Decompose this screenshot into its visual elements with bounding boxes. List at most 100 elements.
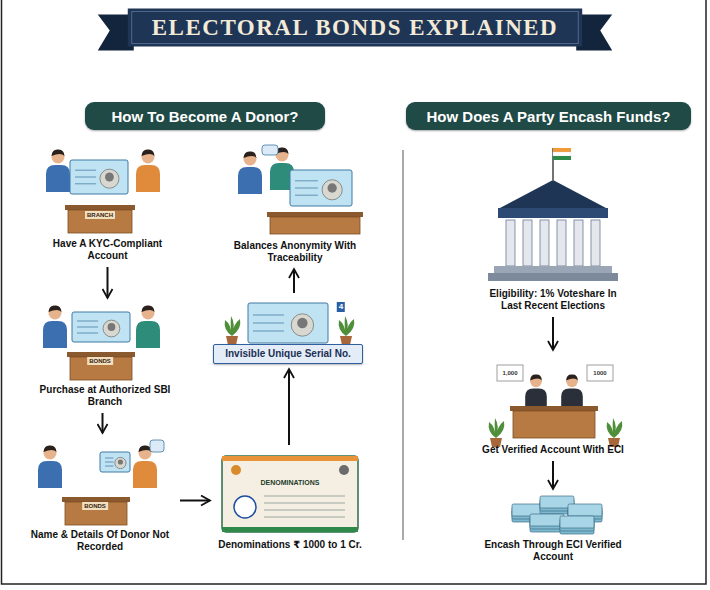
note-stack [530, 514, 564, 526]
entablature [498, 208, 608, 218]
step-box: Purchase at Authorized SBI Branch [30, 303, 180, 408]
card-stripe [222, 456, 358, 461]
question-bubble [150, 440, 164, 452]
bond-portrait [291, 314, 313, 336]
note-figure: 1,000 [500, 369, 519, 377]
money-stacks [512, 496, 602, 534]
person-hair [566, 375, 578, 381]
step [488, 273, 618, 281]
title-banner: ELECTORAL BONDS EXPLAINED [0, 15, 710, 41]
desk-top [267, 212, 363, 217]
desk-sign: BRANCH [85, 211, 115, 219]
bond-line [75, 183, 96, 184]
bond-portrait [103, 320, 120, 337]
purchase-scene [43, 305, 160, 380]
portrait-head [327, 183, 336, 192]
denomination-card [222, 456, 358, 532]
picture-space [35, 145, 180, 235]
flow-arrow [552, 317, 554, 350]
bond-portrait [100, 169, 119, 188]
flag-white [553, 152, 571, 156]
person-hair [139, 445, 152, 452]
column [574, 220, 583, 266]
title-text: ELECTORAL BONDS EXPLAINED [152, 15, 558, 40]
step-caption: Purchase at Authorized SBI Branch [30, 384, 180, 408]
bond-paper [100, 452, 130, 472]
kyc-scene [46, 149, 160, 233]
heading-text: How Does A Party Encash Funds? [427, 108, 671, 125]
column [557, 220, 566, 266]
card-field [264, 517, 345, 518]
person-head [530, 375, 542, 387]
card-emblem [339, 465, 349, 475]
card-stripe [222, 527, 358, 532]
divider-line [403, 150, 404, 540]
plant-leaves [225, 316, 241, 336]
picture-space [215, 450, 365, 536]
plant-leaves [489, 418, 505, 438]
person-figure [136, 305, 160, 348]
bond-paper [290, 170, 352, 206]
step-caption: Eligibility: 1% Voteshare In Last Recent… [478, 288, 628, 312]
section-heading: How Does A Party Encash Funds? [406, 102, 691, 130]
person-figure [238, 151, 262, 194]
serial-scene [225, 303, 355, 345]
step-box: Have A KYC-Compliant Account [35, 145, 180, 262]
portrait-head [118, 459, 123, 464]
card-body [222, 456, 358, 532]
flow-arrow [102, 413, 104, 433]
plant-leaves [607, 418, 623, 438]
portrait-head [297, 318, 307, 328]
speech-bubble [262, 145, 278, 155]
person-head [566, 375, 578, 387]
step-caption: Get Verified Account With ECI [478, 444, 628, 456]
person-body [46, 165, 70, 192]
bond-line [295, 195, 318, 196]
bond-line [105, 466, 114, 467]
bond-line [295, 188, 318, 189]
picture-space [478, 494, 628, 536]
callout-number: 4 [337, 302, 345, 312]
step-box: Denominations ₹ 1000 to 1 Cr. [215, 450, 365, 551]
bond-paper [70, 160, 128, 194]
desk-front [68, 210, 132, 233]
balance-scene [238, 145, 363, 234]
note-card [587, 365, 613, 381]
roof [500, 180, 606, 208]
flow-arrow [180, 500, 210, 502]
card-field [264, 496, 345, 497]
note-card [497, 365, 523, 381]
desk-sign: BONDS [87, 357, 113, 365]
person-figure [43, 305, 67, 348]
bond-line [77, 321, 98, 322]
anonymous-scene [38, 440, 164, 525]
person-hair [44, 445, 57, 452]
step-caption: Balances Anonymity With Traceability [225, 240, 365, 264]
bond-line [75, 170, 96, 171]
ribbon-trim [132, 12, 578, 44]
verify-scene [489, 365, 623, 447]
column [540, 220, 549, 266]
portrait-head [105, 173, 114, 182]
flow-arrow [288, 369, 290, 445]
desk-sign: BONDS [82, 502, 108, 510]
section-heading: How To Become A Donor? [85, 102, 325, 130]
flag-green [553, 156, 571, 160]
person-hair [530, 375, 542, 381]
heading-text: How To Become A Donor? [112, 108, 299, 125]
bond-line [75, 177, 96, 178]
bond-line [77, 333, 98, 334]
card-field [264, 503, 345, 504]
person-hair [49, 305, 62, 312]
bond-line [253, 331, 284, 332]
step-box: Eligibility: 1% Voteshare In Last Recent… [478, 143, 628, 312]
bond-line [253, 315, 284, 316]
portrait-head [108, 323, 116, 331]
card-chakra [234, 496, 256, 518]
step-caption: Name & Details Of Donor Not Recorded [25, 529, 175, 553]
picture-space [25, 438, 175, 526]
bond-paper [72, 312, 130, 342]
picture-space [478, 143, 628, 285]
step-caption: Have A KYC-Compliant Account [35, 238, 180, 262]
